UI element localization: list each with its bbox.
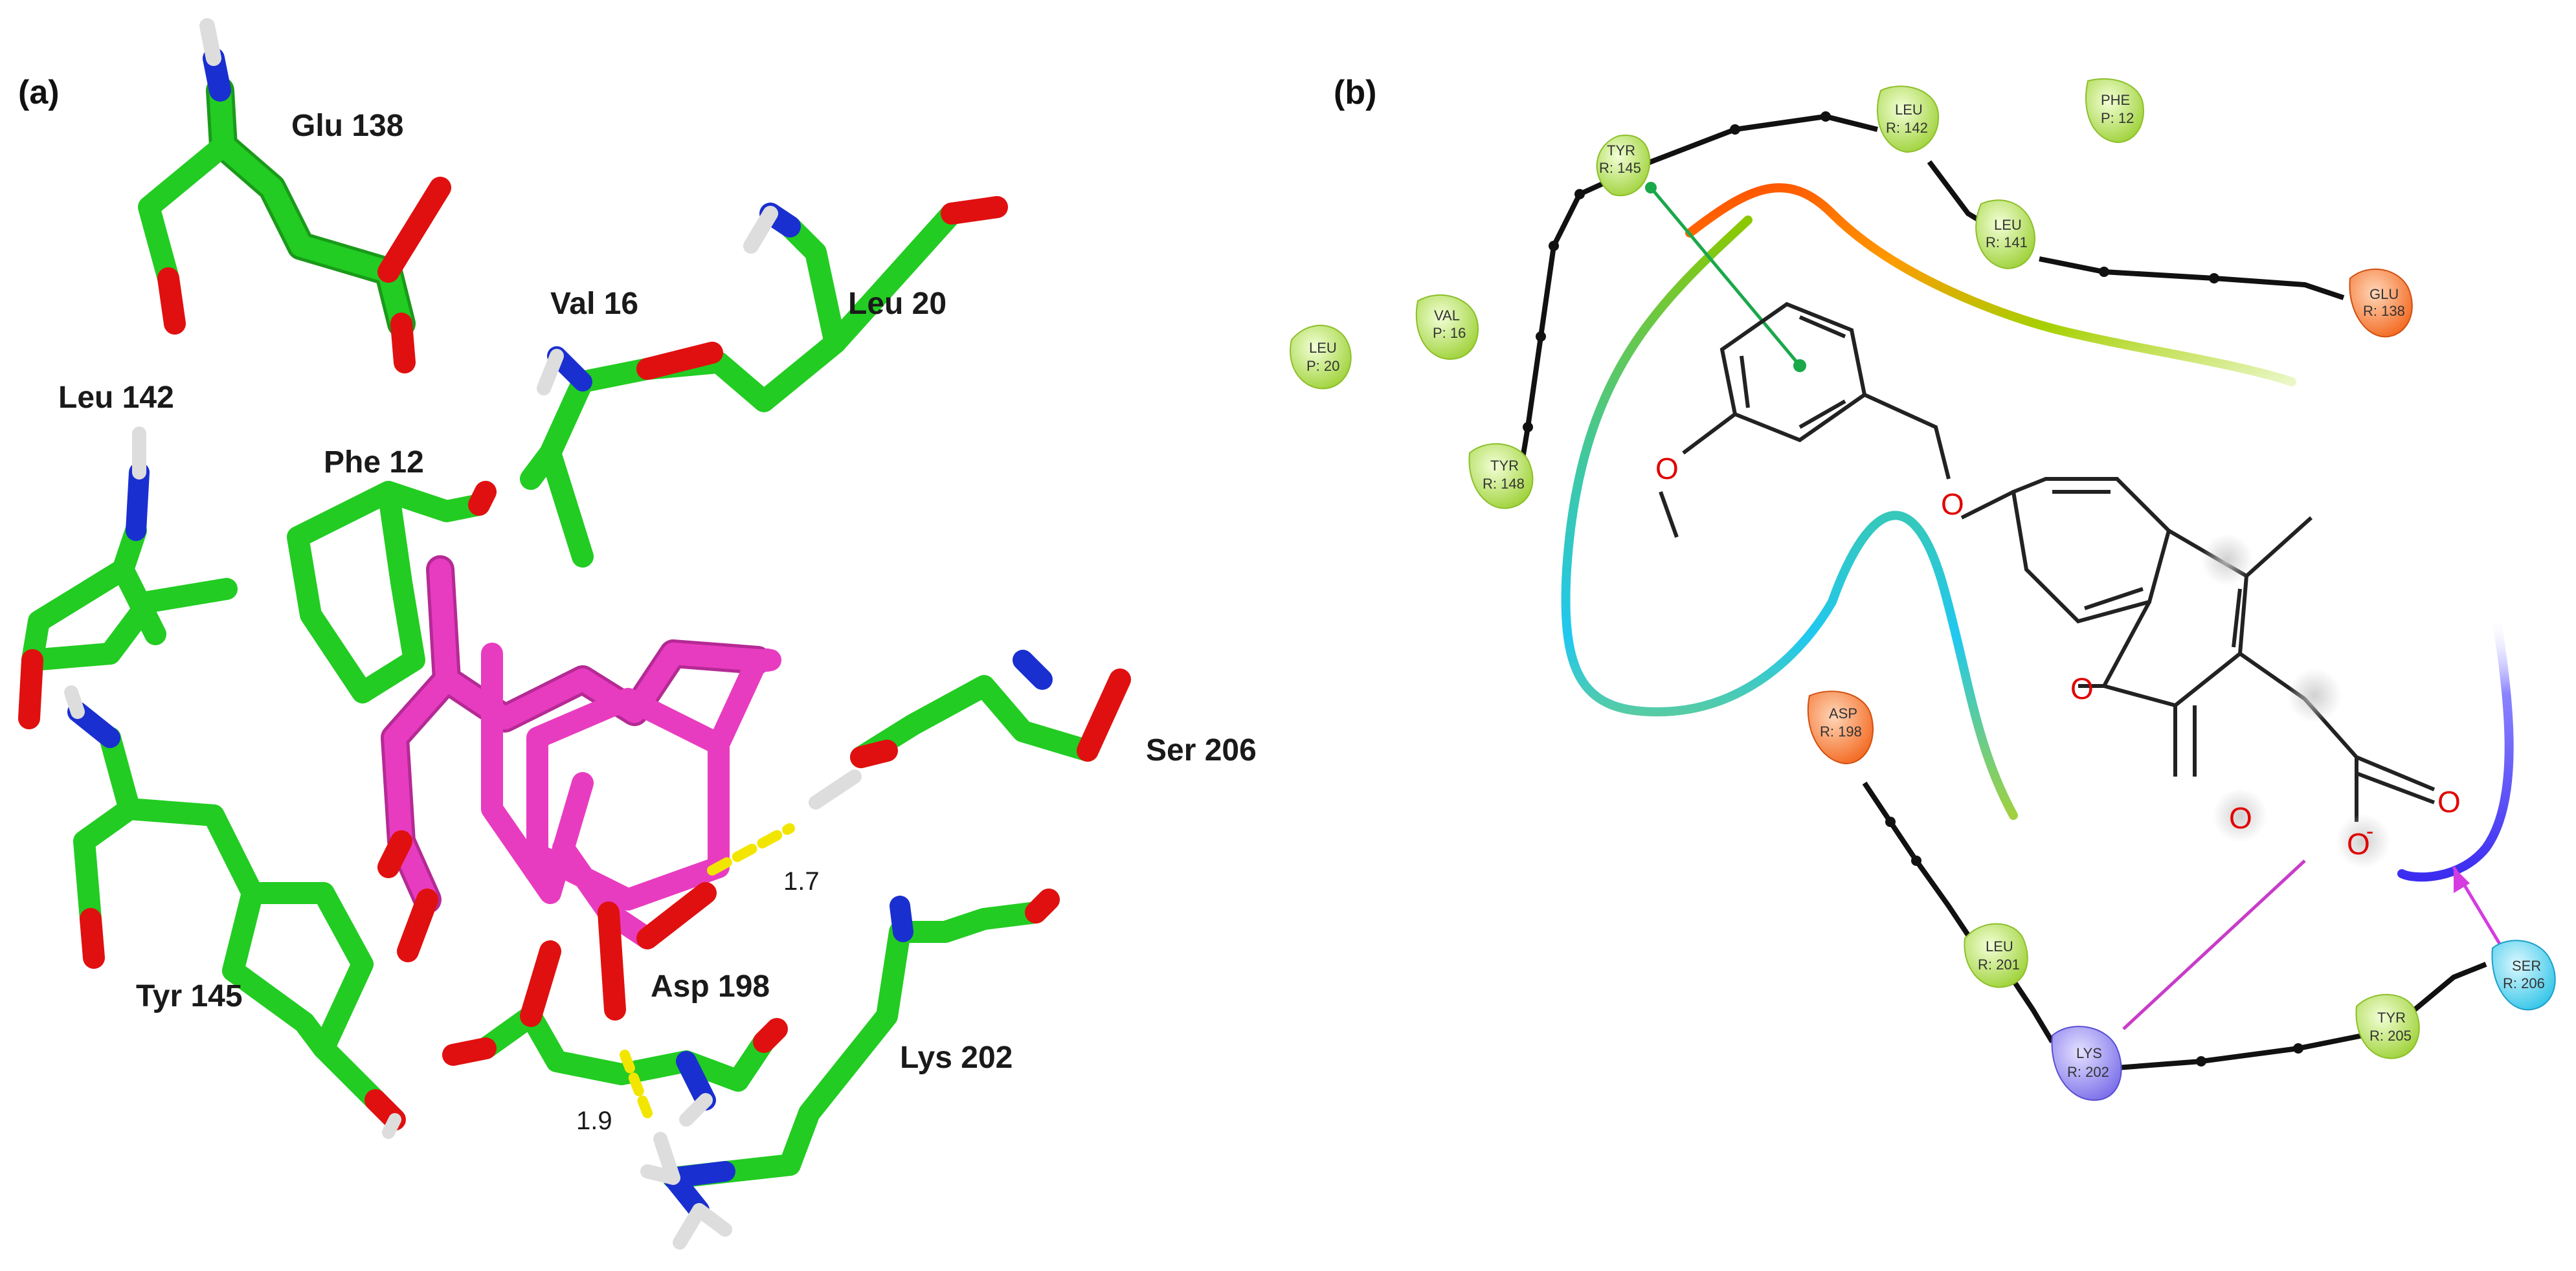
svg-text:R: 142: R: 142 — [1886, 120, 1928, 136]
residue-leu142-sticks — [18, 426, 238, 729]
residue-drop-leu20: LEU P: 20 — [1290, 324, 1352, 390]
residue-drop-leu201: LEU R: 201 — [1964, 923, 2028, 988]
atom-o-carbonyl: O — [2229, 801, 2252, 835]
svg-text:PHE: PHE — [2101, 92, 2130, 108]
panel-a-label: (a) — [18, 74, 60, 111]
residue-tyr145-sticks — [64, 685, 406, 1139]
atom-o-carboxylate: O — [2347, 827, 2370, 861]
svg-text:TYR: TYR — [2377, 1010, 2406, 1026]
svg-text:R: 206: R: 206 — [2503, 975, 2545, 991]
panel-a: (a) Glu 138 Val 16 Leu 20 — [18, 18, 1257, 1250]
pocket-outline-right — [2397, 610, 2514, 882]
atom-charge: - — [2366, 819, 2373, 844]
pi-stack-start-dot — [1645, 182, 1657, 193]
svg-text:P: 16: P: 16 — [1433, 325, 1466, 341]
svg-text:LEU: LEU — [1309, 340, 1337, 356]
backbone-dots — [1523, 111, 2303, 1067]
residue-label-ser206: Ser 206 — [1146, 733, 1257, 768]
distance-label-2: 1.9 — [576, 1107, 612, 1135]
residue-label-tyr145: Tyr 145 — [136, 979, 243, 1013]
ligand-sticks — [377, 555, 781, 1021]
svg-text:ASP: ASP — [1829, 705, 1857, 722]
svg-text:R: 141: R: 141 — [1986, 234, 2028, 250]
hbond-ser206-ligand — [707, 823, 795, 876]
panel-b-label: (b) — [1334, 74, 1376, 111]
residue-drop-tyr148: TYR R: 148 — [1468, 443, 1534, 509]
svg-text:LEU: LEU — [1986, 938, 2013, 955]
svg-text:VAL: VAL — [1434, 307, 1460, 324]
residue-phe12-sticks — [287, 481, 497, 703]
residue-label-val16: Val 16 — [550, 287, 638, 321]
residue-asp198-sticks — [442, 940, 788, 1127]
residue-label-glu138: Glu 138 — [291, 109, 403, 143]
residue-leu20-sticks — [520, 196, 1008, 568]
residue-ser206-sticks — [809, 650, 1131, 810]
atom-o-ether: O — [1941, 487, 1964, 521]
residue-drop-lys202: LYS R: 202 — [2051, 1026, 2122, 1101]
residue-drop-val16: VAL P: 16 — [1415, 294, 1479, 360]
svg-text:TYR: TYR — [1490, 458, 1519, 474]
backbone-tyr145-tyr148 — [1519, 159, 1652, 467]
backbone-leu141-glu138 — [2039, 256, 2345, 300]
distance-label-1: 1.7 — [783, 867, 820, 896]
backbone-lys202-tyr205 — [2116, 1033, 2364, 1070]
residue-lys202-sticks — [640, 889, 1060, 1250]
svg-text:LEU: LEU — [1895, 102, 1923, 118]
backbone-tyr145-leu142 — [1650, 113, 1878, 164]
svg-text:P: 12: P: 12 — [2101, 110, 2134, 126]
svg-text:P: 20: P: 20 — [1306, 358, 1339, 374]
ligand-2d-structure — [1659, 302, 2436, 822]
residue-drop-phe12: PHE P: 12 — [2085, 78, 2144, 144]
panel-b: (b) — [1290, 74, 2556, 1101]
svg-text:LEU: LEU — [1994, 217, 2022, 233]
atom-o-carboxyl: O — [2437, 785, 2461, 819]
residue-drop-tyr205: TYR R: 205 — [2355, 993, 2420, 1059]
atom-o-methoxy: O — [1655, 452, 1679, 485]
hbond-arrowhead — [2454, 867, 2470, 893]
svg-text:R: 138: R: 138 — [2363, 303, 2405, 319]
atom-o-ring: O — [2070, 672, 2094, 705]
backbone-tyr205-ser206 — [2413, 962, 2487, 1012]
salt-bridge-line — [2122, 859, 2306, 1030]
pocket-outline-top — [1685, 183, 2296, 386]
residue-label-asp198: Asp 198 — [651, 969, 770, 1004]
residue-label-phe12: Phe 12 — [324, 445, 424, 480]
svg-text:TYR: TYR — [1607, 142, 1635, 159]
residue-drop-leu142: LEU R: 142 — [1877, 85, 1940, 153]
ligand-halos — [2201, 534, 2390, 868]
pi-stacking-line — [1650, 186, 1801, 367]
residue-drop-leu141: LEU R: 141 — [1975, 199, 2036, 270]
residue-drop-ser206: SER R: 206 — [2491, 940, 2556, 1011]
pocket-outline-left — [1561, 216, 2018, 820]
residue-label-leu20: Leu 20 — [848, 287, 946, 321]
residue-drop-tyr145: TYR R: 145 — [1596, 135, 1651, 197]
svg-text:R: 205: R: 205 — [2369, 1028, 2412, 1044]
pi-stack-ring-dot — [1793, 359, 1806, 372]
residue-label-leu142: Leu 142 — [58, 381, 174, 415]
hbond-lys202-asp198 — [620, 1050, 653, 1118]
svg-text:LYS: LYS — [2076, 1045, 2102, 1061]
residue-drop-asp198: ASP R: 198 — [1807, 691, 1874, 765]
residue-label-lys202: Lys 202 — [900, 1041, 1013, 1075]
svg-text:GLU: GLU — [2369, 286, 2399, 302]
svg-text:R: 202: R: 202 — [2067, 1064, 2109, 1080]
svg-text:R: 145: R: 145 — [1599, 160, 1641, 176]
svg-text:R: 148: R: 148 — [1483, 476, 1525, 492]
residue-drop-glu138: GLU R: 138 — [2349, 268, 2413, 338]
backbone-leu201-lys202 — [2004, 969, 2055, 1044]
svg-text:R: 198: R: 198 — [1820, 724, 1862, 740]
residue-glu138-sticks — [138, 18, 451, 373]
svg-text:R: 201: R: 201 — [1978, 956, 2020, 973]
svg-text:SER: SER — [2512, 958, 2541, 974]
